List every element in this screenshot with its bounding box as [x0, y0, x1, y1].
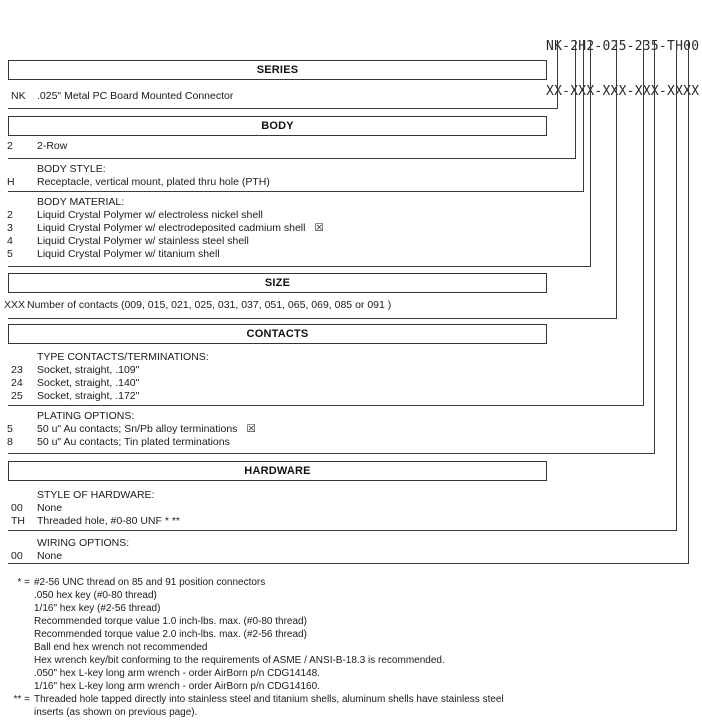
leader-line-hardware-style — [8, 40, 677, 531]
leader-line-plating — [8, 40, 655, 454]
option-code: 25 — [11, 390, 23, 402]
footnote-text: Hex wrench key/bit conforming to the req… — [34, 655, 445, 666]
option-code: XXX — [4, 299, 26, 311]
part-number-block: NK-2H2-025-235-TH00 XX-XXX-XXX-XXX-XXXX — [546, 9, 699, 129]
section-title: HARDWARE — [244, 465, 311, 477]
option-desc: Socket, straight, .109" — [37, 364, 140, 376]
section-title: CONTACTS — [246, 328, 309, 340]
option-desc: None — [37, 550, 63, 562]
option-desc: Receptacle, vertical mount, plated thru … — [37, 176, 270, 188]
option-desc: .025" Metal PC Board Mounted Connector — [37, 90, 234, 102]
option-code: 4 — [7, 235, 13, 247]
section-header-size: SIZE — [8, 273, 547, 293]
option-desc: None — [37, 502, 63, 514]
footnote-text: #2-56 UNC thread on 85 and 91 position c… — [34, 577, 266, 588]
footnote-text: Recommended torque value 2.0 inch-lbs. m… — [34, 629, 307, 640]
option-code: 3 — [7, 222, 13, 234]
subsection-heading: TYPE CONTACTS/TERMINATIONS: — [37, 351, 209, 363]
footnote-text: inserts (as shown on previous page). — [34, 707, 198, 718]
option-desc: 50 u" Au contacts; Tin plated terminatio… — [37, 436, 230, 448]
leader-line-body-style — [8, 40, 584, 192]
subsection-heading: WIRING OPTIONS: — [37, 537, 130, 549]
option-desc: Socket, straight, .172" — [37, 390, 140, 402]
part-number-mask: XX-XXX-XXX-XXX-XXXX — [546, 84, 700, 99]
option-code: 23 — [11, 364, 23, 376]
section-title: SIZE — [264, 277, 291, 289]
leader-line-series — [8, 40, 558, 109]
option-code: 24 — [11, 377, 23, 389]
option-desc: Liquid Crystal Polymer w/ electroless ni… — [37, 209, 263, 221]
option-desc: 50 u" Au contacts; Sn/Pb alloy terminati… — [37, 423, 256, 435]
section-title: SERIES — [256, 64, 299, 76]
option-code: 8 — [7, 436, 13, 448]
option-code: TH — [11, 515, 25, 527]
option-desc: Threaded hole, #0-80 UNF * ** — [37, 515, 180, 527]
option-code: 5 — [7, 423, 13, 435]
option-code: 2 — [7, 140, 13, 152]
section-header-body: BODY — [8, 116, 547, 136]
option-desc: Liquid Crystal Polymer w/ stainless stee… — [37, 235, 249, 247]
footnote-text: Ball end hex wrench not recommended — [34, 642, 208, 653]
footnote-text: 1/16" hex key (#2-56 thread) — [34, 603, 161, 614]
option-desc: Liquid Crystal Polymer w/ titanium shell — [37, 248, 220, 260]
footnote-text: .050 hex key (#0-80 thread) — [34, 590, 157, 601]
option-desc: Liquid Crystal Polymer w/ electrodeposit… — [37, 222, 324, 234]
leader-line-wiring — [8, 40, 689, 564]
subsection-heading: STYLE OF HARDWARE: — [37, 489, 155, 501]
option-code: 00 — [11, 502, 23, 514]
footnote-marker: * = — [17, 577, 30, 588]
leader-line-size — [8, 40, 617, 319]
box-x-icon: ☒ — [314, 222, 324, 234]
subsection-heading: BODY STYLE: — [37, 163, 106, 175]
option-code: 5 — [7, 248, 13, 260]
option-code: H — [7, 176, 15, 188]
leader-line-body-rows — [8, 40, 576, 159]
option-desc: Number of contacts (009, 015, 021, 025, … — [27, 299, 392, 311]
footnote-marker: ** = — [13, 694, 30, 705]
subsection-heading: BODY MATERIAL: — [37, 196, 125, 208]
section-header-contacts: CONTACTS — [8, 324, 547, 344]
section-header-hardware: HARDWARE — [8, 461, 547, 481]
box-x-icon: ☒ — [246, 423, 256, 435]
footnote-text: .050" hex L-key long arm wrench - order … — [34, 668, 320, 679]
part-number-example: NK-2H2-025-235-TH00 — [546, 39, 700, 54]
option-desc: Socket, straight, .140" — [37, 377, 140, 389]
footnote-text: Recommended torque value 1.0 inch-lbs. m… — [34, 616, 307, 627]
leader-line-body-material — [8, 40, 591, 267]
footnote-text: 1/16" hex L-key long arm wrench - order … — [34, 681, 320, 692]
footnote-text: Threaded hole tapped directly into stain… — [34, 694, 504, 705]
subsection-heading: PLATING OPTIONS: — [37, 410, 135, 422]
option-code: 2 — [7, 209, 13, 221]
leader-line-contact-type — [8, 40, 644, 406]
section-title: BODY — [261, 120, 294, 132]
option-code: NK — [11, 90, 26, 102]
section-header-series: SERIES — [8, 60, 547, 80]
option-desc: 2-Row — [37, 140, 68, 152]
option-code: 00 — [11, 550, 23, 562]
